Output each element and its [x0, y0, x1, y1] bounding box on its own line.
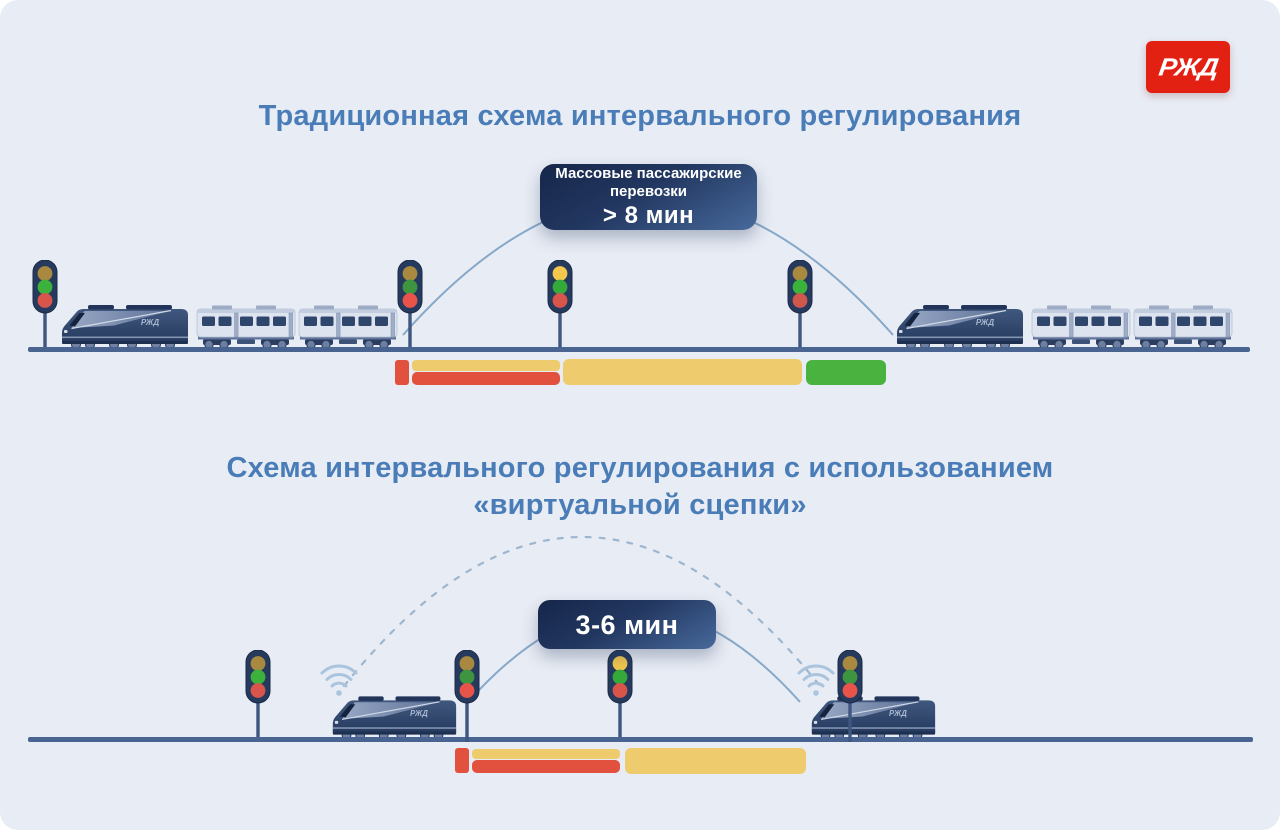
- scheme2-title-line2: «виртуальной сцепки»: [473, 489, 807, 521]
- block-segment-red-head: [455, 748, 469, 773]
- traffic-signal-4: [787, 260, 813, 352]
- scheme2-title: Схема интервального регулирования с испо…: [0, 450, 1280, 524]
- signal-light-red: [552, 293, 568, 308]
- locomotive-lead: [332, 695, 457, 741]
- train-left: [61, 304, 398, 350]
- signal-light-green: [842, 669, 858, 685]
- signal-light-green: [552, 279, 568, 295]
- traffic-signal-8: [837, 650, 863, 742]
- traffic-signal-5: [245, 650, 271, 742]
- signal-light-red: [402, 293, 418, 308]
- badge-interval-value: > 8 мин: [602, 202, 695, 229]
- signal-light-yellow: [250, 656, 266, 671]
- passenger-car: [1031, 305, 1131, 350]
- signal-light-yellow: [459, 656, 475, 671]
- traffic-signal-2: [397, 260, 423, 352]
- locomotive-follow: [811, 695, 936, 741]
- block-segment-red: [412, 372, 560, 385]
- scheme1-title: Традиционная схема интервального регулир…: [258, 100, 1022, 132]
- train-right: [896, 304, 1233, 350]
- locomotive: [61, 304, 189, 350]
- passenger-car: [1133, 305, 1233, 350]
- scheme1-interval-badge: Массовые пассажирские перевозки > 8 мин: [540, 164, 757, 230]
- badge-text-line1: Массовые пассажирские: [555, 165, 742, 182]
- traffic-signal-6: [454, 650, 480, 742]
- signal-light-red: [250, 683, 266, 698]
- block-segment-red: [472, 760, 620, 773]
- signal-light-green: [792, 279, 808, 295]
- track-scheme1: [28, 347, 1250, 352]
- scheme2-interval-badge: 3-6 мин: [538, 600, 716, 649]
- signal-light-red: [612, 683, 628, 698]
- signal-light-yellow: [842, 656, 858, 671]
- signal-light-yellow: [552, 266, 568, 281]
- rzd-logo-text: РЖД: [1156, 52, 1220, 81]
- block-segment-yellow: [625, 748, 806, 774]
- signal-light-green: [37, 279, 53, 295]
- locomotive: [896, 304, 1024, 350]
- traffic-signal-1: [32, 260, 58, 352]
- signal-light-red: [792, 293, 808, 308]
- block-segment-red-head: [395, 360, 409, 385]
- signal-light-yellow: [792, 266, 808, 281]
- block-segment-yellow-strip: [412, 360, 560, 371]
- traffic-signal-7: [607, 650, 633, 742]
- signal-light-yellow: [37, 266, 53, 281]
- badge-interval-value: 3-6 мин: [575, 609, 679, 640]
- signal-light-red: [459, 683, 475, 698]
- block-segment-yellow-strip: [472, 749, 620, 759]
- signal-light-red: [37, 293, 53, 308]
- passenger-car: [196, 305, 296, 350]
- signal-light-green: [459, 669, 475, 685]
- passenger-car: [298, 305, 398, 350]
- block-segment-green: [806, 360, 886, 385]
- badge-text-line2: перевозки: [609, 183, 688, 200]
- track-scheme2: [28, 737, 1253, 742]
- signal-light-red: [842, 683, 858, 698]
- scheme2-title-line1: Схема интервального регулирования с испо…: [226, 452, 1054, 484]
- signal-light-yellow: [612, 656, 628, 671]
- traffic-signal-3: [547, 260, 573, 352]
- rzd-logo: РЖД: [1146, 41, 1230, 93]
- signal-light-green: [250, 669, 266, 685]
- signal-light-green: [402, 279, 418, 295]
- signal-light-yellow: [402, 266, 418, 281]
- signal-light-green: [612, 669, 628, 685]
- block-segment-yellow: [563, 359, 802, 385]
